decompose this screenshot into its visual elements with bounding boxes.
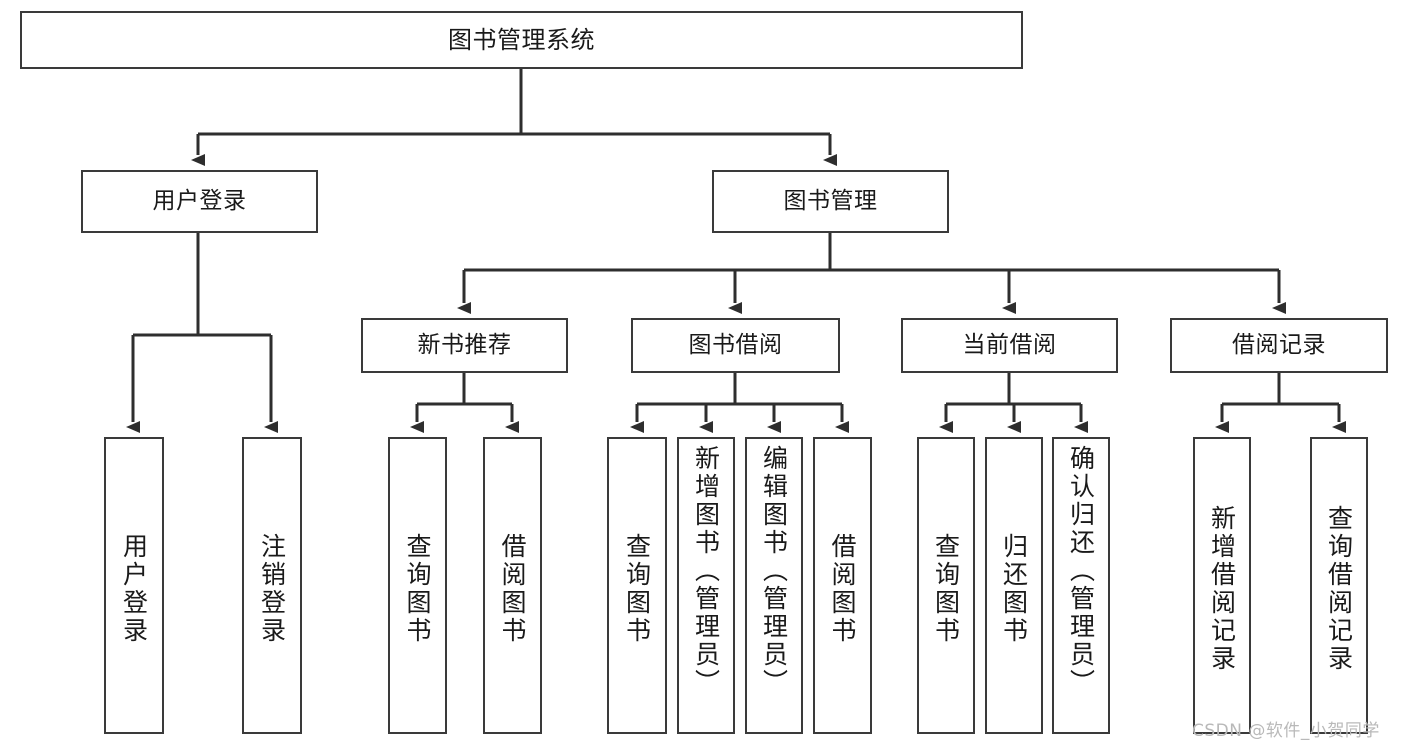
node-leaf-query-book-3[interactable]: 查询图书 <box>917 437 975 734</box>
node-book-manage[interactable]: 图书管理 <box>712 170 949 233</box>
node-leaf-query-record[interactable]: 查询借阅记录 <box>1310 437 1368 734</box>
node-user-login-label: 用户登录 <box>152 187 247 214</box>
node-root[interactable]: 图书管理系统 <box>20 11 1023 69</box>
node-new-book-recommend-label: 新书推荐 <box>417 331 512 358</box>
node-leaf-query-record-label: 查询借阅记录 <box>1324 504 1354 673</box>
node-book-borrow[interactable]: 图书借阅 <box>631 318 840 373</box>
node-leaf-borrow-book-2-label: 借阅图书 <box>828 532 857 645</box>
node-current-borrow-label: 当前借阅 <box>962 331 1057 358</box>
node-borrow-record-label: 借阅记录 <box>1232 331 1326 358</box>
node-leaf-confirm-return-label: 确认归还（管理员） <box>1066 445 1096 697</box>
node-root-label: 图书管理系统 <box>448 25 595 54</box>
node-book-borrow-label: 图书借阅 <box>688 331 783 358</box>
node-leaf-edit-book-label: 编辑图书（管理员） <box>759 445 789 697</box>
node-book-manage-label: 图书管理 <box>783 187 878 214</box>
node-leaf-query-book-2[interactable]: 查询图书 <box>607 437 667 734</box>
node-leaf-query-book-1-label: 查询图书 <box>403 532 432 645</box>
node-leaf-query-book-2-label: 查询图书 <box>622 532 652 645</box>
node-leaf-logout-login[interactable]: 注销登录 <box>242 437 302 734</box>
node-new-book-recommend[interactable]: 新书推荐 <box>361 318 568 373</box>
node-leaf-user-login-label: 用户登录 <box>119 532 149 645</box>
node-leaf-return-book[interactable]: 归还图书 <box>985 437 1043 734</box>
node-leaf-add-record-label: 新增借阅记录 <box>1207 504 1237 673</box>
node-leaf-borrow-book-1-label: 借阅图书 <box>498 532 527 645</box>
node-leaf-confirm-return[interactable]: 确认归还（管理员） <box>1052 437 1110 734</box>
node-leaf-return-book-label: 归还图书 <box>999 532 1029 645</box>
node-leaf-user-login[interactable]: 用户登录 <box>104 437 164 734</box>
node-leaf-query-book-3-label: 查询图书 <box>931 532 961 645</box>
node-leaf-edit-book[interactable]: 编辑图书（管理员） <box>745 437 803 734</box>
node-borrow-record[interactable]: 借阅记录 <box>1170 318 1388 373</box>
node-leaf-borrow-book-2[interactable]: 借阅图书 <box>813 437 872 734</box>
csdn-watermark: CSDN @软件_小贺同学 <box>1192 721 1380 741</box>
node-leaf-add-record[interactable]: 新增借阅记录 <box>1193 437 1251 734</box>
node-leaf-logout-login-label: 注销登录 <box>257 532 287 645</box>
node-leaf-query-book-1[interactable]: 查询图书 <box>388 437 447 734</box>
node-leaf-add-book[interactable]: 新增图书（管理员） <box>677 437 735 734</box>
node-leaf-borrow-book-1[interactable]: 借阅图书 <box>483 437 542 734</box>
node-current-borrow[interactable]: 当前借阅 <box>901 318 1118 373</box>
node-leaf-add-book-label: 新增图书（管理员） <box>691 445 721 697</box>
node-user-login[interactable]: 用户登录 <box>81 170 318 233</box>
